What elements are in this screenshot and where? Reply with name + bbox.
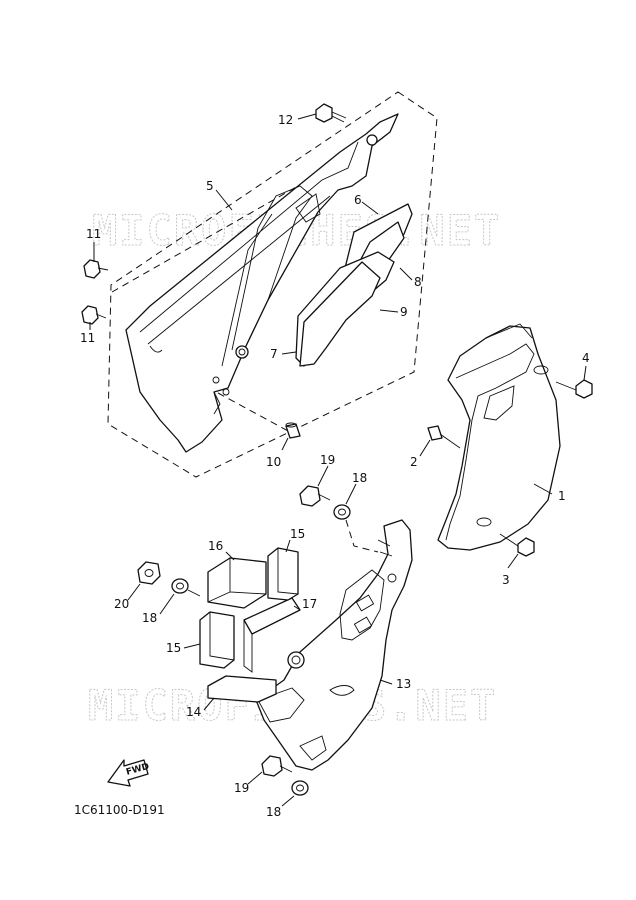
part-4-bolt [555, 379, 593, 399]
callout-8: 8 [414, 275, 422, 289]
part-1-side-cover [437, 323, 561, 551]
part-11-bolt-upper [83, 259, 109, 279]
callout-12: 12 [278, 113, 293, 127]
part-10-collar [285, 422, 301, 439]
forward-direction-arrow-icon: FWD [107, 759, 150, 787]
callout-2: 2 [410, 455, 418, 469]
callout-4: 4 [582, 351, 590, 365]
upper-assembly-dashed-outline [107, 91, 438, 478]
part-18-washer-lower [291, 780, 309, 796]
callout-18-left: 18 [142, 611, 157, 625]
callout-11-lower: 11 [80, 331, 95, 345]
part-15-pad-upper [267, 547, 299, 601]
callout-7: 7 [270, 347, 278, 361]
callout-20: 20 [114, 597, 129, 611]
diagram-reference-code: 1C61100-D191 [74, 803, 165, 817]
callout-labels: 1 2 3 4 5 6 7 8 9 10 11 11 12 13 14 15 1… [80, 113, 590, 819]
part-20-nut [137, 561, 161, 585]
callout-14: 14 [186, 705, 201, 719]
callout-3: 3 [502, 573, 510, 587]
callout-16: 16 [208, 539, 223, 553]
callout-6: 6 [354, 193, 362, 207]
callout-13: 13 [396, 677, 411, 691]
part-2-collar [427, 425, 461, 449]
part-12-bolt [315, 103, 347, 123]
part-15-pad-lower [199, 611, 235, 669]
callout-15-upper: 15 [290, 527, 305, 541]
part-5-side-cover-frame [125, 113, 399, 453]
part-18-washer-upper [333, 504, 351, 520]
callout-9: 9 [400, 305, 408, 319]
callout-19-upper: 19 [320, 453, 335, 467]
callout-18-upper: 18 [352, 471, 367, 485]
part-11-bolt-lower [81, 305, 107, 325]
callout-10: 10 [266, 455, 281, 469]
callout-1: 1 [558, 489, 566, 503]
part-18-washer-left [171, 578, 201, 597]
part-3-bolt [499, 533, 535, 557]
part-13-bracket [255, 519, 413, 771]
callout-17: 17 [302, 597, 317, 611]
callout-19-lower: 19 [234, 781, 249, 795]
leader-lines [89, 113, 587, 807]
callout-5: 5 [206, 179, 214, 193]
part-19-bolt-lower [261, 755, 293, 777]
part-14-strip [207, 675, 277, 703]
part-19-bolt-upper [299, 485, 331, 507]
upper-fastener-guide-line [345, 519, 379, 553]
callout-18-lower: 18 [266, 805, 281, 819]
part-16-pad [207, 557, 267, 609]
part-7-graphic [299, 261, 381, 367]
callout-11-upper: 11 [86, 227, 101, 241]
callout-15-lower: 15 [166, 641, 181, 655]
